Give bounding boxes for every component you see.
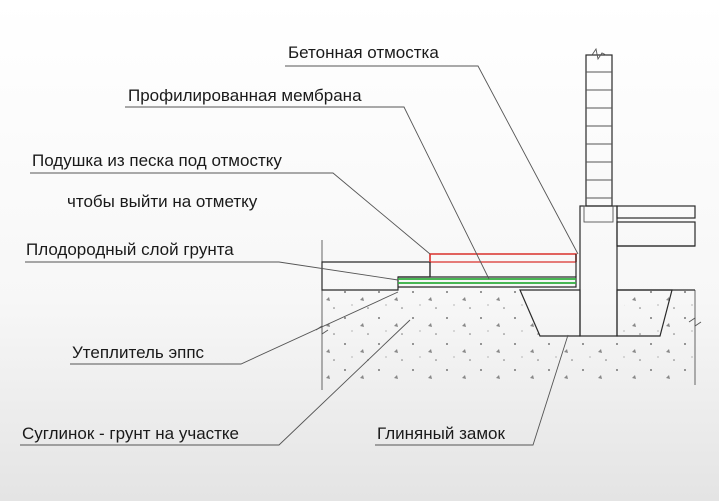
label-fertile-soil: Плодородный слой грунта (26, 240, 234, 259)
leader-lines (20, 65, 579, 446)
concrete-blind-area (429, 253, 577, 277)
label-sand-cushion-line1: Подушка из песка под отмостку (32, 151, 282, 170)
label-eps-insulation: Утеплитель эппс (72, 343, 205, 362)
label-loam-soil: Суглинок - грунт на участке (22, 424, 239, 443)
label-sand-cushion-line2: чтобы выйти на отметку (67, 192, 258, 211)
sand-cushion-layer (398, 276, 577, 288)
brick-wall (585, 47, 613, 207)
label-profiled-membrane: Профилированная мембрана (128, 86, 362, 105)
label-clay-lock: Глиняный замок (377, 424, 505, 443)
foundation-wall (579, 205, 618, 337)
loam-soil-layer (315, 240, 702, 390)
eps-insulation-layer (398, 278, 576, 284)
label-concrete-blind-area: Бетонная отмостка (288, 43, 439, 62)
floor-slab (616, 205, 696, 291)
